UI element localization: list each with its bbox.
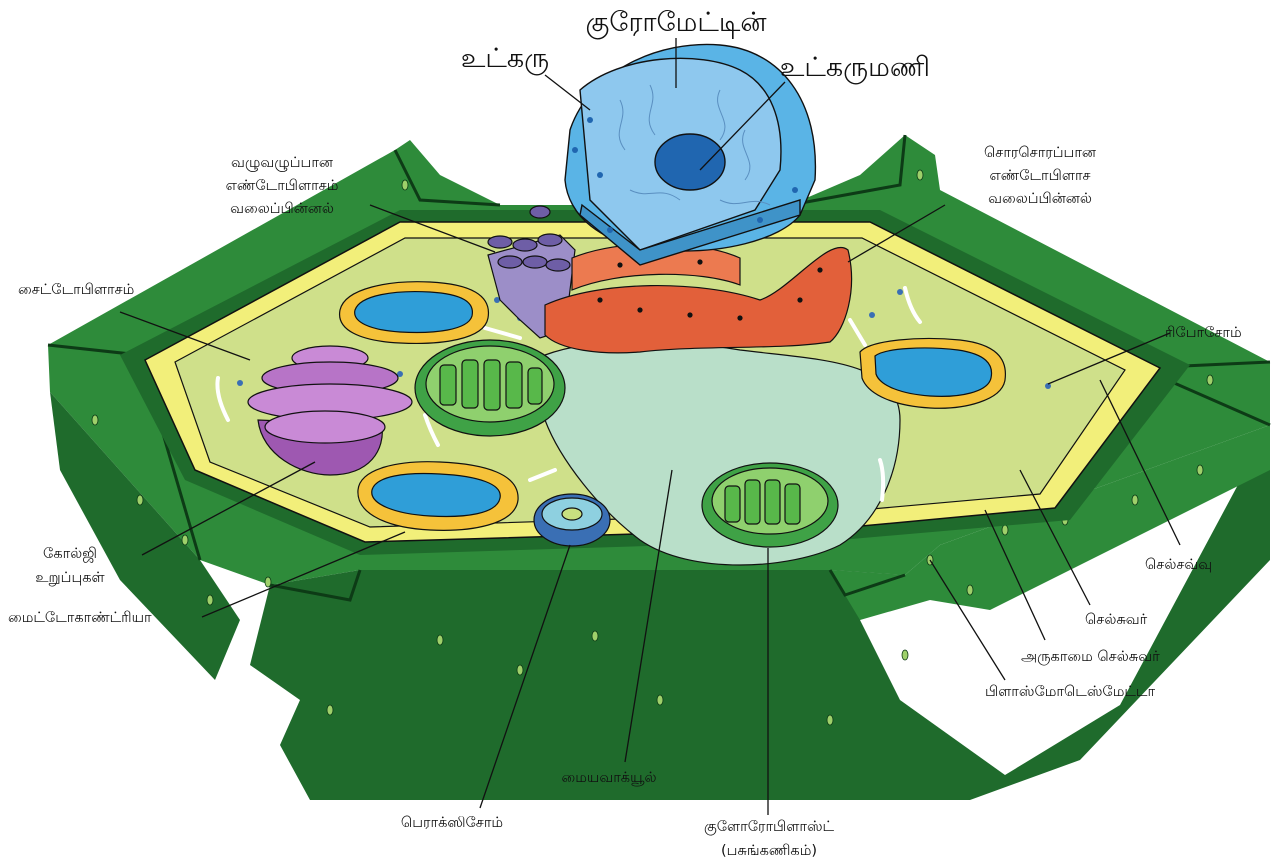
label-primary-wall: அருகாமை செல்சுவர் [1021, 649, 1160, 665]
label-rough-er-line2: எண்டோபிளாச [989, 168, 1091, 184]
label-peroxisome: பெராக்ஸிசோம் [401, 815, 503, 831]
label-cell-membrane: செல்சவ்வு [1145, 557, 1212, 573]
label-cell-wall: செல்சுவர் [1085, 612, 1148, 628]
nucleolus-shape [655, 134, 725, 190]
mitochondrion-bottom-left [358, 462, 518, 531]
label-nucleolus: உட்கருமணி [780, 52, 930, 84]
label-cytoplasm: சைட்டோபிளாசம் [18, 282, 135, 298]
chloroplast-right [702, 463, 838, 547]
label-nucleus: உட்கரு [461, 43, 549, 75]
label-golgi-line2: உறுப்புகள் [35, 570, 105, 586]
label-plasmodesmata: பிளாஸ்மோடெஸ்மேட்டா [985, 684, 1155, 700]
label-golgi-line1: கோல்ஜி [43, 546, 97, 563]
label-chloroplast-line2: (பசுங்கணிகம்) [721, 843, 817, 859]
label-chromatin: குரோமேட்டின் [585, 7, 766, 39]
label-chloroplast-line1: குளோரோபிளாஸ்ட் [704, 819, 835, 836]
label-smooth-er-line1: வழுவழுப்பான [231, 155, 334, 172]
label-vacuole: மையவாக்யூல் [562, 770, 657, 786]
label-ribosome: ரிபோசோம் [1165, 325, 1242, 341]
chloroplast-left [415, 340, 565, 436]
nucleus [565, 44, 815, 265]
mitochondrion-top-left [340, 282, 489, 344]
label-rough-er-line1: சொரசொரப்பான [984, 145, 1097, 161]
peroxisome [534, 494, 610, 546]
label-smooth-er-line3: வலைப்பின்னல் [230, 201, 334, 217]
label-rough-er-line3: வலைப்பின்னல் [988, 191, 1092, 207]
label-smooth-er-line2: எண்டோபிளாசம் [226, 178, 339, 194]
label-mitochondria: மைட்டோகாண்ட்ரியா [8, 610, 152, 626]
